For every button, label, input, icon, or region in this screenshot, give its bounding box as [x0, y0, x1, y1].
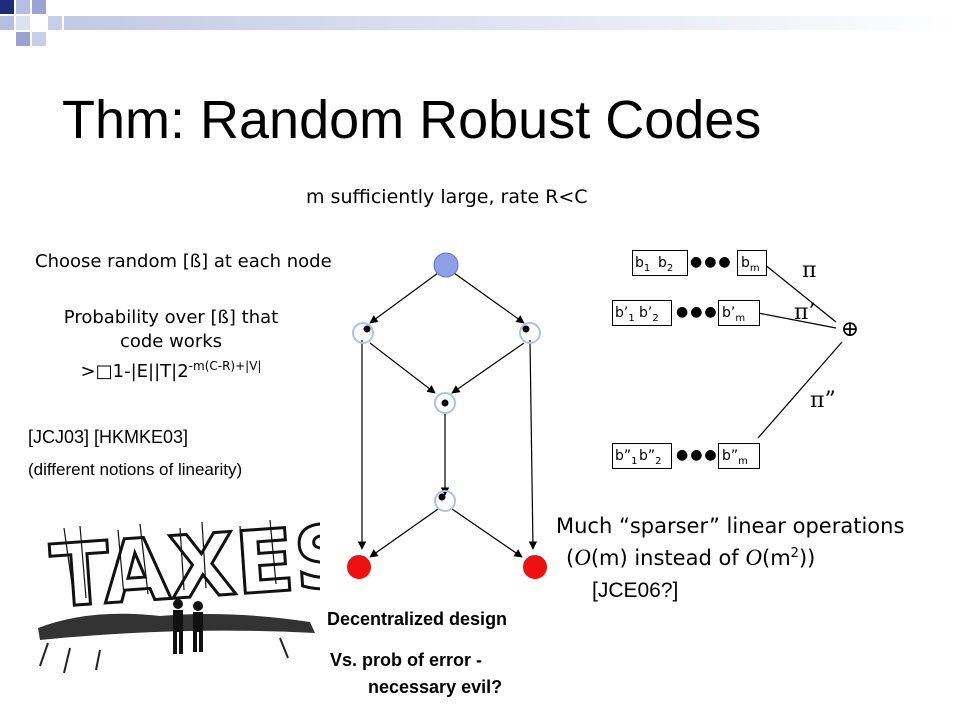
code-b1: b1 [635, 255, 651, 274]
code-b-prime-m: b’m [722, 305, 746, 324]
slide-title: Thm: Random Robust Codes [62, 90, 762, 150]
code-row-2-right: b’m [718, 300, 760, 326]
code-b2: b2 [658, 255, 674, 274]
taxes-cartoon-icon: TAXES [38, 505, 320, 674]
probability-text: Probability over [ß] that code works >□1… [40, 306, 302, 384]
sparser-operations-text: Much “sparser” linear operations [556, 514, 905, 538]
pi-prime-symbol: π’ [794, 300, 816, 325]
probability-exponent: -m(C-R)+|V| [188, 359, 262, 373]
code-row-3-left: b”1 b”2 [612, 443, 672, 469]
intermediate-node-middle [441, 399, 449, 407]
notions-text: (different notions of linearity) [28, 460, 243, 479]
vs-prob-line-1: Vs. prob of error - [330, 650, 483, 670]
code-b-prime-1: b’1 [615, 305, 635, 324]
choose-random-text: Choose random [ß] at each node [35, 251, 332, 272]
code-bm: bm [741, 255, 760, 274]
probability-bound: >□1-|E||T|2 [80, 361, 189, 382]
intermediate-node-right [522, 325, 530, 333]
network-graph-icon [347, 252, 547, 579]
probability-line-3: >□1-|E||T|2-m(C-R)+|V| [40, 354, 302, 384]
sink-node-left [347, 555, 371, 579]
source-node [433, 252, 459, 278]
jce-reference-text: [JCE06?] [592, 579, 679, 602]
intermediate-node-lower [438, 493, 446, 501]
references-text: [JCJ03] [HKMKE03] [28, 427, 189, 447]
code-b-double-1: b”1 [615, 448, 638, 467]
corner-decoration-icon [0, 0, 960, 46]
code-row-1-right: bm [737, 250, 767, 276]
vs-prob-line-2: necessary evil? [368, 677, 503, 697]
code-row-1-dots: ●●● [690, 254, 733, 270]
sink-node-right [523, 555, 547, 579]
code-row-1-left: b1 b2 [632, 250, 688, 276]
pi-symbol: π [802, 258, 817, 283]
code-row-3-dots: ●●● [676, 447, 719, 463]
taxes-letters: TAXES [48, 507, 320, 628]
intermediate-node-left [363, 325, 371, 333]
complexity-text: (O(m) instead of O(m2)) [566, 545, 816, 570]
code-b-double-m: b”m [722, 448, 748, 467]
probability-line-2: code works [119, 331, 223, 352]
code-row-2-left: b’1 b’2 [612, 300, 672, 326]
code-b-double-2: b”2 [639, 448, 662, 467]
pi-double-prime-symbol: π” [810, 388, 836, 413]
code-row-3-right: b”m [718, 443, 760, 469]
xor-icon: ⊕ [840, 317, 860, 342]
permutation-lines-icon [757, 263, 843, 439]
decentralized-design-text: Decentralized design [327, 609, 508, 629]
code-row-2-dots: ●●● [676, 304, 719, 320]
slide-subtitle: m sufficiently large, rate R<C [306, 186, 588, 208]
taxes-people [173, 599, 203, 654]
probability-line-1: Probability over [ß] that [63, 307, 279, 328]
code-b-prime-2: b’2 [639, 305, 659, 324]
